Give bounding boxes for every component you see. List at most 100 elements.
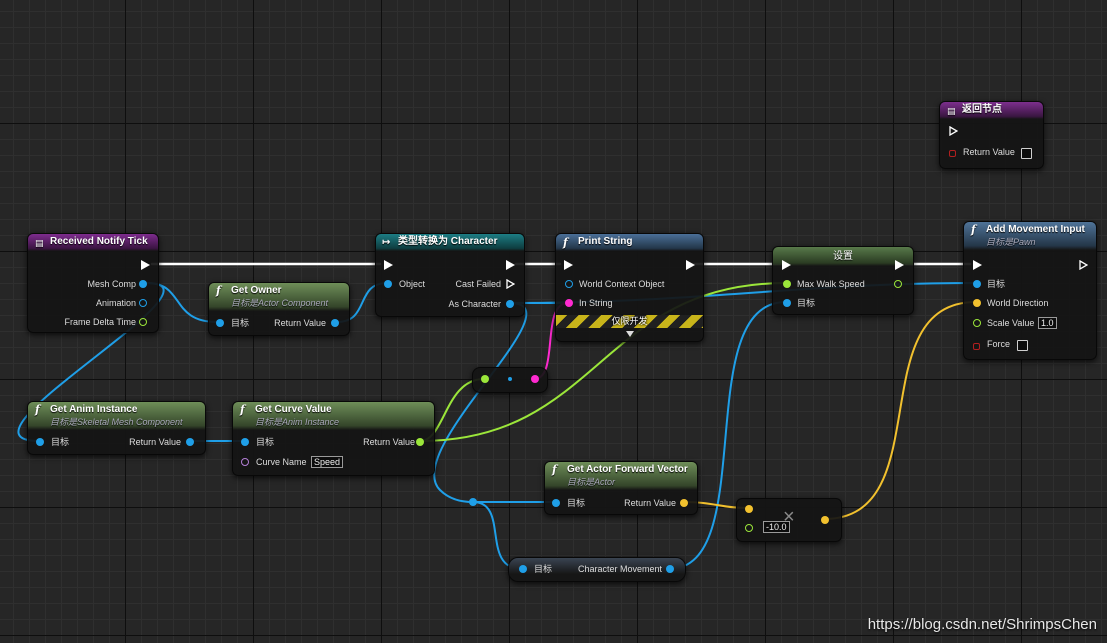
return-value-pin[interactable] xyxy=(949,150,956,157)
return-value-pin[interactable] xyxy=(680,499,688,507)
return-value-checkbox[interactable] xyxy=(1021,148,1032,159)
node-title: Get Owner xyxy=(231,285,282,296)
target-pin[interactable] xyxy=(552,499,560,507)
node-subtitle: 目标是Actor xyxy=(567,477,616,487)
reroute-node[interactable] xyxy=(469,498,477,506)
in-string-pin[interactable] xyxy=(565,299,573,307)
get-curve-value-node[interactable]: f Get Curve Value 目标是Anim Instance 目标 Re… xyxy=(232,401,435,476)
character-movement-pin[interactable] xyxy=(666,565,674,573)
target-pin[interactable] xyxy=(973,280,981,288)
function-icon: f xyxy=(240,403,245,416)
force-pin[interactable] xyxy=(973,343,980,350)
print-string-node[interactable]: f Print String World Context Object In S… xyxy=(555,233,704,342)
conversion-input-pin[interactable] xyxy=(481,375,489,383)
animation-pin[interactable] xyxy=(139,299,147,307)
object-label: Object xyxy=(399,279,426,289)
as-character-label: As Character xyxy=(448,299,501,309)
function-icon: f xyxy=(216,284,221,297)
max-walk-speed-label: Max Walk Speed xyxy=(797,279,865,289)
exec-output-pin[interactable] xyxy=(686,260,695,270)
scale-value-input[interactable]: 1.0 xyxy=(1038,317,1057,329)
node-header: ▤ 返回节点 xyxy=(940,102,1043,119)
multiply-symbol: × xyxy=(783,506,795,528)
return-value-label: Return Value xyxy=(624,498,676,508)
target-pin[interactable] xyxy=(241,438,249,446)
function-icon: f xyxy=(971,223,976,236)
received-notify-tick-node[interactable]: ▤ Received Notify Tick Mesh Comp Animati… xyxy=(27,233,159,333)
exec-input-pin[interactable] xyxy=(782,260,791,270)
object-pin[interactable] xyxy=(384,280,392,288)
get-owner-node[interactable]: f Get Owner 目标是Actor Component 目标 Return… xyxy=(208,282,350,336)
force-checkbox[interactable] xyxy=(1017,340,1028,351)
vector-input-pin[interactable] xyxy=(745,505,753,513)
exec-input-pin[interactable] xyxy=(384,260,393,270)
conversion-output-pin[interactable] xyxy=(531,375,539,383)
target-label: 目标 xyxy=(567,498,586,508)
target-pin[interactable] xyxy=(36,438,44,446)
node-subtitle: 目标是Actor Component xyxy=(231,298,329,308)
expand-arrow-icon[interactable] xyxy=(626,331,634,337)
node-header: ▤ Received Notify Tick xyxy=(28,234,158,251)
function-icon: f xyxy=(552,463,557,476)
world-context-pin[interactable] xyxy=(565,280,573,288)
vector-multiply-node[interactable]: × -10.0 xyxy=(736,498,842,542)
world-context-label: World Context Object xyxy=(579,279,665,289)
exec-output-pin[interactable] xyxy=(895,260,904,270)
exec-input-pin[interactable] xyxy=(973,260,982,270)
exec-input-pin[interactable] xyxy=(949,126,958,136)
mesh-comp-pin[interactable] xyxy=(139,280,147,288)
curve-name-pin[interactable] xyxy=(241,458,249,466)
return-value-pin[interactable] xyxy=(186,438,194,446)
target-pin[interactable] xyxy=(783,299,791,307)
get-actor-forward-vector-node[interactable]: f Get Actor Forward Vector 目标是Actor 目标 R… xyxy=(544,461,698,515)
in-string-label: In String xyxy=(579,298,613,308)
target-label: 目标 xyxy=(231,318,250,328)
get-anim-instance-node[interactable]: f Get Anim Instance 目标是Skeletal Mesh Com… xyxy=(27,401,206,455)
return-value-label: Return Value xyxy=(129,437,181,447)
float-to-string-conversion-node[interactable] xyxy=(472,367,548,393)
node-header: f Get Anim Instance 目标是Skeletal Mesh Com… xyxy=(28,402,205,430)
cast-failed-exec-pin[interactable] xyxy=(506,279,515,289)
return-node[interactable]: ▤ 返回节点 Return Value xyxy=(939,101,1044,169)
multiplier-input[interactable]: -10.0 xyxy=(763,521,790,533)
set-max-walk-speed-node[interactable]: 设置 Max Walk Speed 目标 xyxy=(772,246,914,315)
character-movement-node[interactable]: 目标 Character Movement xyxy=(508,557,686,582)
node-subtitle: 目标是Anim Instance xyxy=(255,417,340,427)
target-label: 目标 xyxy=(51,437,70,447)
return-value-label: Return Value xyxy=(274,318,326,328)
function-icon: f xyxy=(35,403,40,416)
character-movement-label: Character Movement xyxy=(577,564,662,574)
as-character-pin[interactable] xyxy=(506,300,514,308)
cast-arrow-icon: ↦ xyxy=(382,237,391,248)
node-title: Get Actor Forward Vector xyxy=(567,464,688,475)
node-header: f Get Actor Forward Vector 目标是Actor xyxy=(545,462,697,490)
event-icon: ▤ xyxy=(35,239,44,249)
exec-output-pin[interactable] xyxy=(1079,260,1088,270)
target-pin[interactable] xyxy=(519,565,527,573)
return-value-pin[interactable] xyxy=(416,438,424,446)
node-header: f Add Movement Input 目标是Pawn xyxy=(964,222,1096,250)
add-movement-input-node[interactable]: f Add Movement Input 目标是Pawn 目标 World Di… xyxy=(963,221,1097,360)
wire-multiply-to-direction xyxy=(823,301,977,520)
exec-output-pin[interactable] xyxy=(141,260,150,270)
node-header: f Print String xyxy=(556,234,703,251)
exec-output-pin[interactable] xyxy=(506,260,515,270)
target-label: 目标 xyxy=(256,437,275,447)
world-direction-pin[interactable] xyxy=(973,299,981,307)
scale-value-pin[interactable] xyxy=(973,319,981,327)
frame-delta-pin[interactable] xyxy=(139,318,147,326)
return-value-label: Return Value xyxy=(363,437,415,447)
return-value-label: Return Value xyxy=(963,147,1015,157)
max-walk-speed-out-pin[interactable] xyxy=(894,280,902,288)
target-pin[interactable] xyxy=(216,319,224,327)
result-output-pin[interactable] xyxy=(821,516,829,524)
curve-name-input[interactable]: Speed xyxy=(311,456,344,468)
wire-char-to-reroute xyxy=(433,302,528,503)
float-input-pin[interactable] xyxy=(745,524,753,532)
exec-input-pin[interactable] xyxy=(564,260,573,270)
node-title: Print String xyxy=(578,236,633,247)
cast-to-character-node[interactable]: ↦ 类型转换为 Character Object Cast Failed As … xyxy=(375,233,525,317)
return-value-pin[interactable] xyxy=(331,319,339,327)
max-walk-speed-pin[interactable] xyxy=(783,280,791,288)
node-title: Get Curve Value xyxy=(255,404,332,415)
